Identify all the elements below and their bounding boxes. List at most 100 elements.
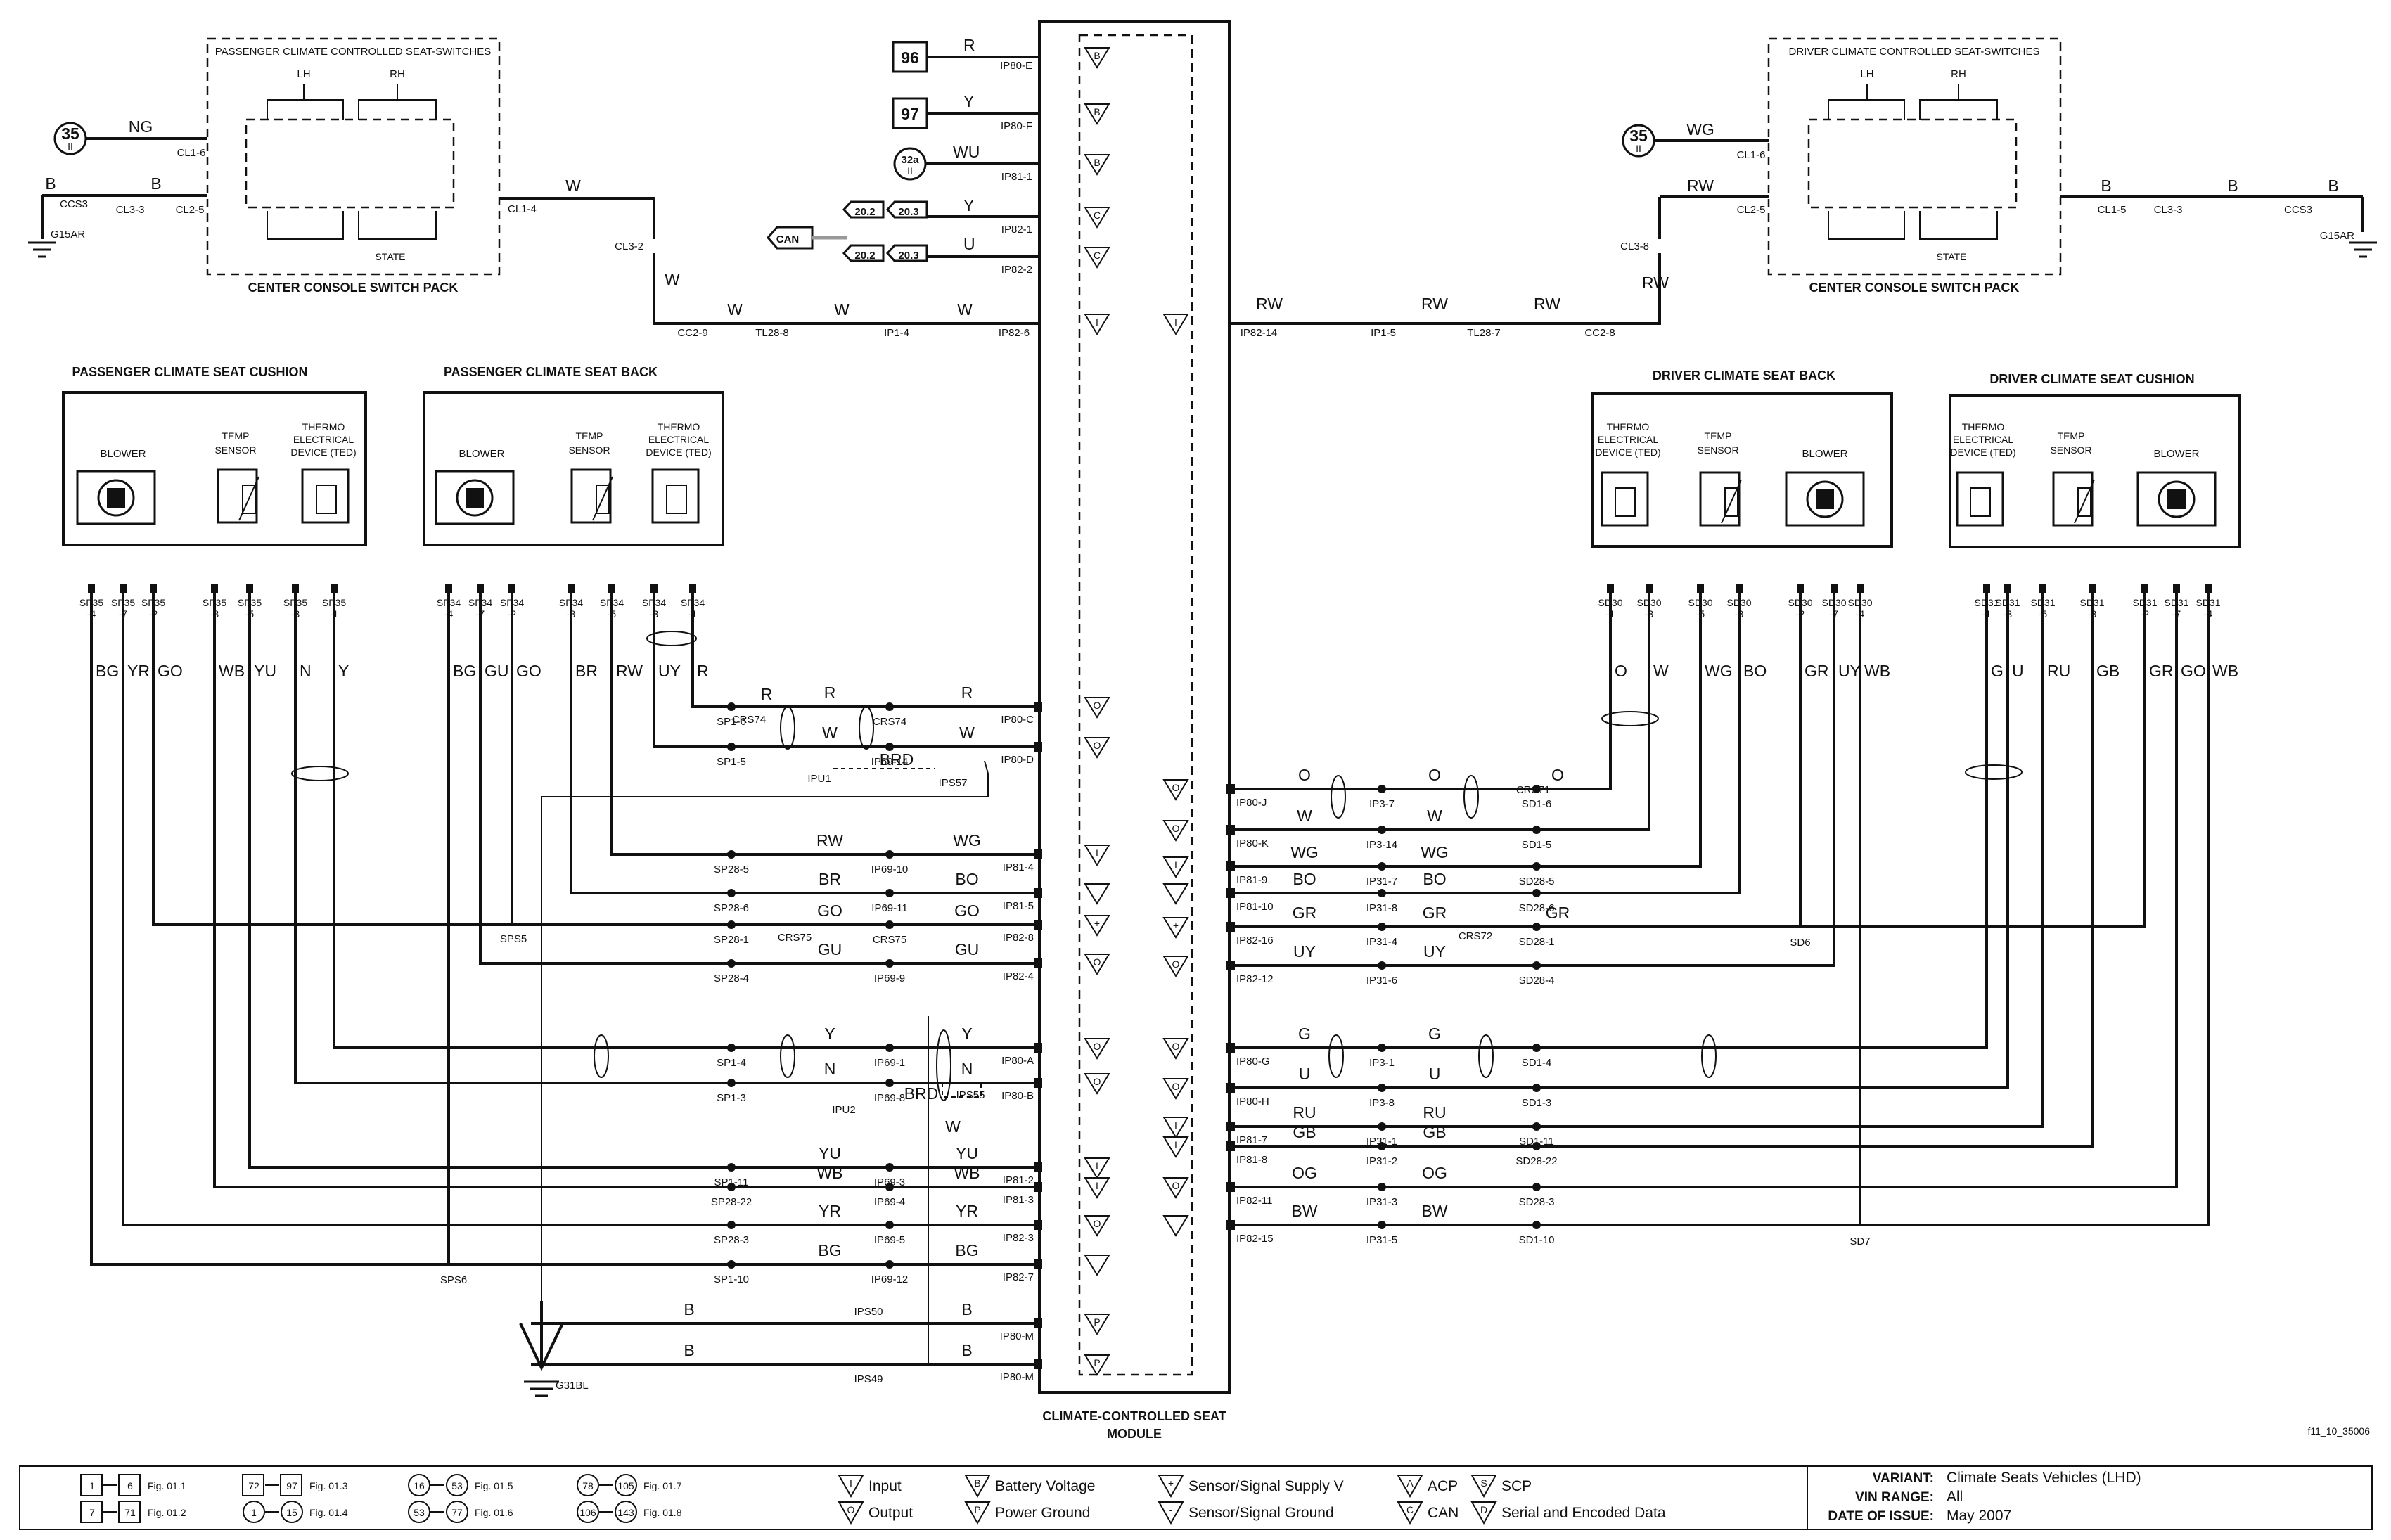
- svg-text:32a: 32a: [901, 154, 919, 166]
- signal-type-icon: [1084, 207, 1110, 229]
- connector: [1378, 1142, 1386, 1150]
- connector: [727, 959, 736, 968]
- module-pin: [1226, 1043, 1235, 1053]
- splice-label: CRS74: [873, 716, 906, 728]
- legend-symbol-glyph: -: [1169, 1504, 1173, 1515]
- svg-text:20.3: 20.3: [898, 250, 918, 262]
- pin-label: IP81-8: [1236, 1154, 1267, 1166]
- fig-ref-from: [242, 1474, 264, 1496]
- connector: [1532, 1142, 1541, 1150]
- svg-text:CL2-5: CL2-5: [1737, 204, 1766, 216]
- connector: [885, 1183, 894, 1191]
- climate-seat-module: CLIMATE-CONTROLLED SEAT MODULE: [1038, 20, 1231, 1441]
- wire-label: Y: [338, 662, 349, 680]
- wire-label: W: [822, 724, 838, 742]
- wire-label: N: [824, 1060, 836, 1078]
- fig-ref-from-label: 1: [89, 1480, 95, 1491]
- module-pin: [1034, 1318, 1042, 1328]
- pin-label: IP80-C: [1001, 714, 1034, 726]
- connector: [1532, 1122, 1541, 1131]
- wire-label: Y: [824, 1025, 835, 1043]
- legend-symbol-glyph: I: [850, 1477, 852, 1489]
- svg-text:STATE: STATE: [375, 251, 405, 262]
- fig-ref-from: [80, 1474, 103, 1496]
- pin-label: IP82-16: [1236, 935, 1274, 947]
- pin-label: IP82-7: [1003, 1271, 1034, 1283]
- module-title-1: CLIMATE-CONTROLLED SEAT: [1042, 1409, 1226, 1423]
- fig-ref-label: Fig. 01.3: [309, 1480, 348, 1491]
- module-pin: [1034, 958, 1042, 968]
- fig-ref-to-label: 97: [286, 1480, 297, 1491]
- wire-label: WB: [1864, 662, 1890, 680]
- wire-label: BR: [819, 870, 841, 888]
- wire-label: GR: [1293, 904, 1317, 922]
- signal-type-icon: [1162, 1215, 1189, 1237]
- passenger-seat-cushion: PASSENGER CLIMATE SEAT CUSHION BLOWER TE…: [62, 365, 367, 546]
- wire-label: GR: [1423, 904, 1447, 922]
- ground-label: G31BL: [556, 1380, 589, 1392]
- svg-text:CCS3: CCS3: [2284, 204, 2312, 216]
- svg-text:LH: LH: [1860, 68, 1873, 80]
- wire-label: UY: [658, 662, 681, 680]
- wire-label: WG: [1421, 843, 1449, 861]
- signal-type-icon: [1084, 314, 1110, 335]
- svg-text:IP1-4: IP1-4: [884, 327, 909, 339]
- splice-label: IP31-8: [1366, 902, 1397, 914]
- legend-symbol-icon: [838, 1501, 864, 1525]
- fig-ref-to: [118, 1501, 141, 1523]
- signal-type-glyph: I: [1174, 859, 1177, 871]
- passenger-back-title: PASSENGER CLIMATE SEAT BACK: [444, 365, 658, 379]
- signal-type-icon: [1084, 1314, 1110, 1335]
- legend-symbol-icon: [1470, 1475, 1497, 1499]
- signal-type-icon: [1084, 1215, 1110, 1237]
- svg-text:35: 35: [1629, 127, 1648, 145]
- signal-type-icon: [1084, 1177, 1110, 1199]
- wire-label: BG: [453, 662, 476, 680]
- splice-label: IPS55: [956, 1089, 985, 1101]
- passenger-switch-pack: PASSENGER CLIMATE CONTROLLED SEAT-SWITCH…: [206, 37, 501, 295]
- signal-type-icon: [1084, 154, 1110, 176]
- svg-text:BLOWER: BLOWER: [2153, 448, 2199, 460]
- wire-label: GB: [1293, 1123, 1316, 1141]
- fig-ref-label: Fig. 01.8: [643, 1507, 682, 1518]
- signal-type-icon: [1084, 103, 1110, 125]
- top-left-wiring: 35 II NG CL1-6 B B CCS3 CL3-3 CL2-5 G15A…: [28, 117, 1039, 339]
- svg-text:TEMP: TEMP: [2058, 430, 2085, 442]
- fig-ref-to-label: 6: [127, 1480, 133, 1491]
- splice-label: SP28-3: [714, 1234, 749, 1246]
- top-right-wiring: 35 II WG CL1-6 RW CL2-5 CL3-8 RW RW RW R…: [1229, 120, 2377, 339]
- splice-label: IP69-11: [871, 902, 907, 914]
- signal-type-icon: [1084, 1073, 1110, 1095]
- fig-ref-from-label: 16: [414, 1480, 425, 1491]
- connector: [727, 889, 736, 897]
- wire-label: YU: [819, 1144, 841, 1162]
- fig-ref-to-label: 71: [124, 1507, 136, 1518]
- splice-label: IP69-1: [874, 1057, 905, 1069]
- wire-label: WB: [816, 1164, 842, 1182]
- connector: [727, 1260, 736, 1269]
- connector: [727, 1163, 736, 1172]
- fig-ref-from-label: 106: [579, 1507, 596, 1518]
- fig-ref-to-label: 105: [617, 1480, 634, 1491]
- splice-label: SP1-3: [717, 1092, 746, 1104]
- signal-type-glyph: O: [1094, 1076, 1101, 1087]
- fig-ref-from-label: 7: [89, 1507, 95, 1518]
- wire-label: WG: [1290, 843, 1319, 861]
- fig-ref-to-label: 15: [286, 1507, 297, 1518]
- wire-label: N: [300, 662, 312, 680]
- splice-label: SP1-11: [714, 1176, 749, 1188]
- legend-symbol-label: Power Ground: [995, 1505, 1090, 1521]
- svg-text:WG: WG: [1686, 120, 1714, 139]
- connector: [885, 1044, 894, 1052]
- wire-label: UY: [1293, 942, 1316, 961]
- svg-text:20.3: 20.3: [898, 206, 918, 218]
- signal-type-icon: [1084, 915, 1110, 937]
- wire-label: BO: [1743, 662, 1767, 680]
- connector: [885, 920, 894, 929]
- wire-label: BO: [955, 870, 978, 888]
- signal-type-glyph: O: [1094, 1218, 1101, 1229]
- signal-type-icon: [1084, 1038, 1110, 1060]
